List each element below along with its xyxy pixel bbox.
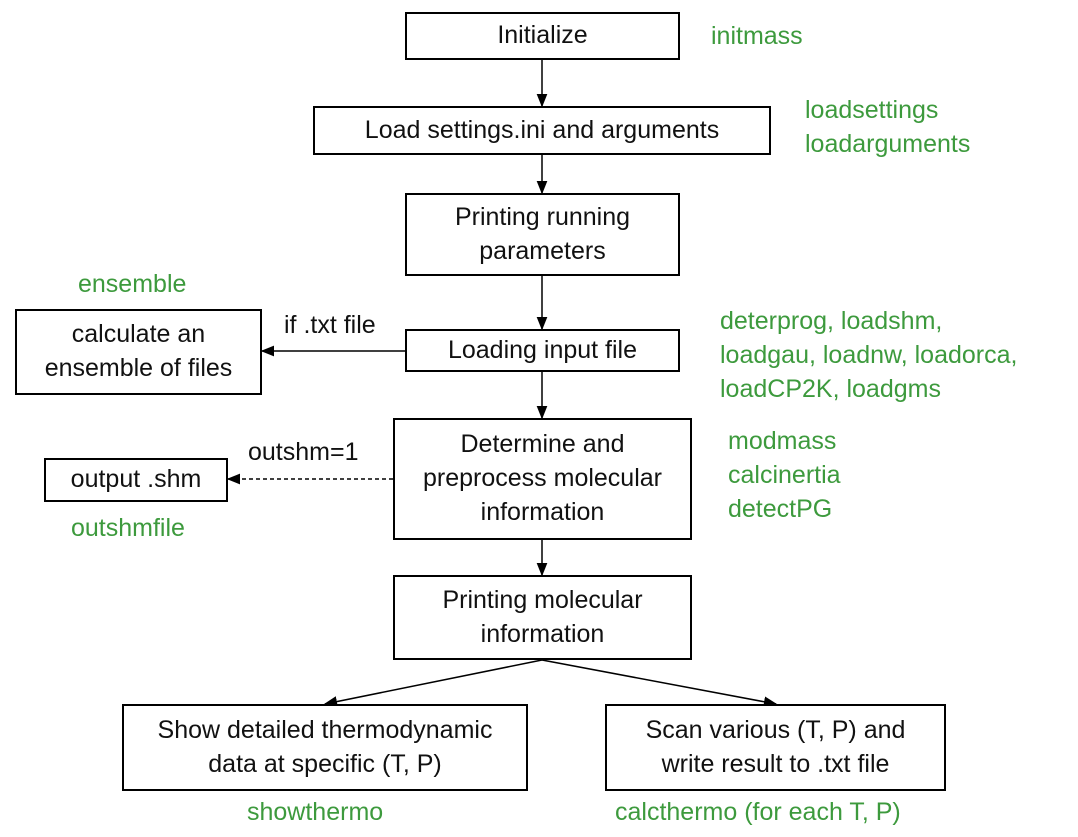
function-initmass: initmass (711, 22, 803, 50)
function-determine: modmass calcinertia detectPG (728, 427, 841, 523)
printing-molecular-info-box: Printing molecular information (393, 575, 692, 660)
calculate-ensemble-box: calculate an ensemble of files (15, 309, 262, 395)
loading-input-file-box: Loading input file (405, 329, 680, 372)
determine-preprocess-box: Determine and preprocess molecular infor… (393, 418, 692, 540)
function-loading-input: deterprog, loadshm, loadgau, loadnw, loa… (720, 307, 1018, 403)
function-showthermo: showthermo (247, 798, 384, 826)
condition-outshm: outshm=1 (248, 438, 359, 466)
arrow-printing-molecular-to-show-detailed (323, 659, 543, 707)
scan-various-box: Scan various (T, P) and write result to … (605, 704, 946, 791)
output-shm-box: output .shm (44, 458, 228, 502)
initialize-box: Initialize (405, 12, 680, 60)
function-calcthermo: calcthermo (for each T, P) (615, 798, 901, 826)
printing-running-parameters-box: Printing running parameters (405, 193, 680, 276)
load-settings-box: Load settings.ini and arguments (313, 106, 771, 155)
show-detailed-thermo-box: Show detailed thermodynamic data at spec… (122, 704, 528, 791)
function-load-settings: loadsettings loadarguments (805, 96, 971, 158)
arrow-printing-molecular-to-scan-various (541, 659, 778, 708)
function-outshmfile: outshmfile (71, 514, 185, 542)
condition-txt-file: if .txt file (284, 311, 376, 339)
function-ensemble: ensemble (78, 270, 187, 298)
